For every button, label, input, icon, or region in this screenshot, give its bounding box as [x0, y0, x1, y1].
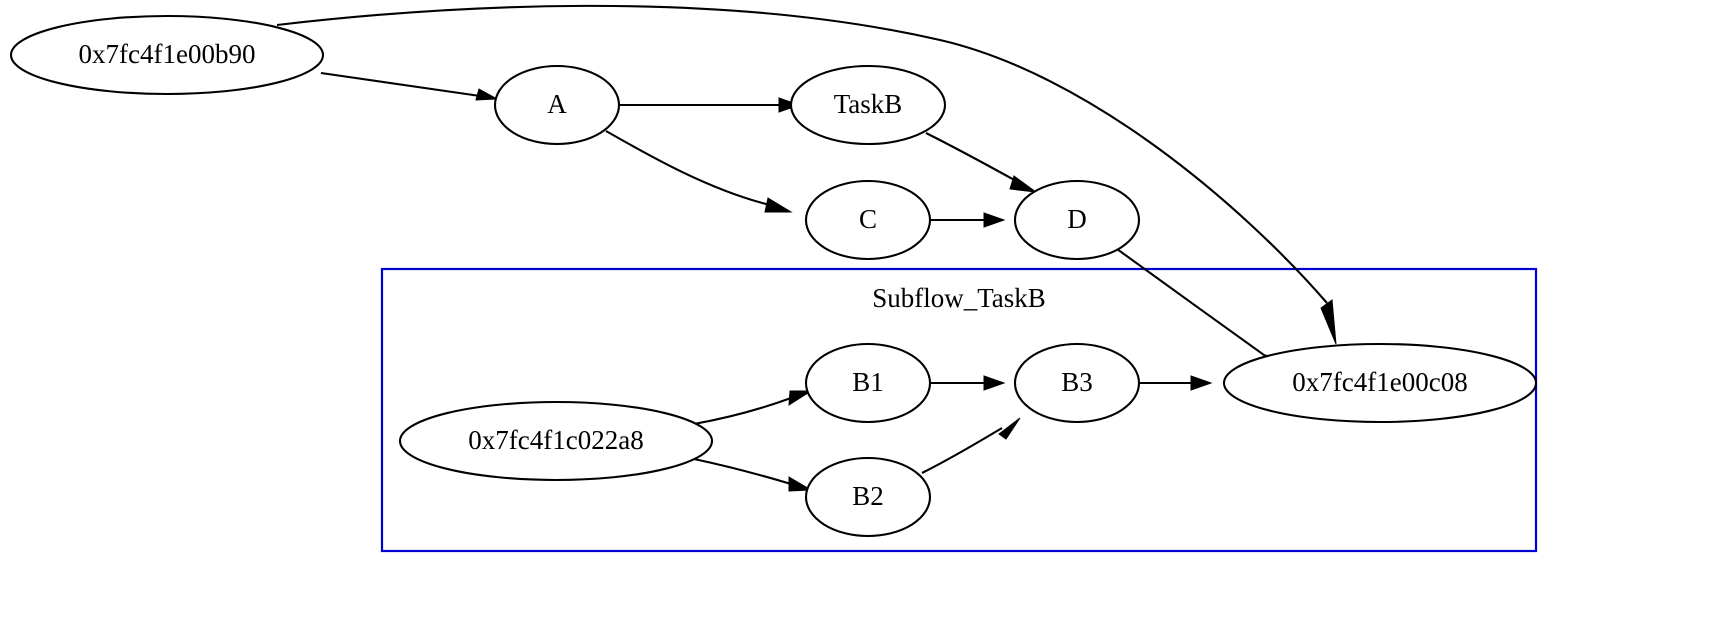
node-end-ellipse — [1222, 342, 1538, 424]
node-b1-label: B1 — [852, 367, 884, 397]
node-a-ellipse — [493, 64, 621, 146]
edge-subroot-B2-arrowhead — [788, 476, 813, 492]
edge-A-TaskB-arrowhead — [778, 97, 801, 113]
node-subroot-ellipse — [398, 400, 714, 482]
node-a-label: A — [547, 89, 567, 119]
node-b2[interactable]: B2 — [804, 456, 932, 538]
node-taskb[interactable]: TaskB — [789, 64, 947, 146]
edge-TaskB-D[interactable] — [925, 132, 1038, 193]
node-b3-label: B3 — [1061, 367, 1093, 397]
node-end[interactable]: 0x7fc4f1e00c08 — [1222, 342, 1538, 424]
node-b2-ellipse — [804, 456, 932, 538]
cluster-subflow[interactable]: Subflow_TaskB — [380, 267, 1538, 553]
node-b1-ellipse — [804, 342, 932, 424]
node-subroot-label: 0x7fc4f1c022a8 — [468, 425, 643, 455]
edge-C-D[interactable] — [931, 212, 1006, 228]
node-d-ellipse — [1013, 179, 1141, 261]
edge-B3-end[interactable] — [1140, 375, 1213, 391]
node-taskb-label: TaskB — [834, 89, 903, 119]
node-b3-ellipse — [1013, 342, 1141, 424]
node-d-label: D — [1067, 204, 1087, 234]
edge-subroot-B1-arrowhead — [788, 390, 813, 406]
edge-A-C-line — [605, 130, 771, 207]
edge-subroot-B2[interactable] — [693, 457, 813, 492]
edge-root-end[interactable] — [276, 4, 1337, 345]
edge-root-end-arrowhead — [1320, 299, 1337, 345]
edge-A-C[interactable] — [605, 130, 793, 213]
edge-D-end-line — [1116, 248, 1272, 361]
edge-root-A-line — [320, 71, 481, 98]
node-d[interactable]: D — [1013, 179, 1141, 261]
edge-A-TaskB[interactable] — [620, 97, 801, 113]
edge-B2-B3-line — [921, 427, 1003, 474]
edge-B2-B3[interactable] — [921, 417, 1021, 474]
node-end-label: 0x7fc4f1e00c08 — [1292, 367, 1467, 397]
edge-B2-B3-arrowhead — [998, 417, 1021, 440]
nodes-layer: 0x7fc4f1e00b90 A TaskB C D 0x7fc4f1e00c0 — [9, 14, 1538, 538]
cluster-label: Subflow_TaskB — [872, 283, 1046, 313]
node-c[interactable]: C — [804, 179, 932, 261]
edges-layer — [276, 4, 1337, 492]
edge-B1-B3-arrowhead — [983, 375, 1006, 391]
node-b1[interactable]: B1 — [804, 342, 932, 424]
node-root[interactable]: 0x7fc4f1e00b90 — [9, 14, 325, 96]
node-root-label: 0x7fc4f1e00b90 — [79, 39, 256, 69]
edge-subroot-B1-line — [693, 397, 792, 426]
edge-TaskB-D-arrowhead — [1009, 175, 1038, 193]
edge-D-end[interactable] — [1116, 248, 1291, 373]
edge-B1-B3[interactable] — [931, 375, 1006, 391]
node-c-label: C — [859, 204, 877, 234]
node-b2-label: B2 — [852, 481, 884, 511]
edge-C-D-arrowhead — [983, 212, 1006, 228]
node-c-ellipse — [804, 179, 932, 261]
node-taskb-ellipse — [789, 64, 947, 146]
node-b3[interactable]: B3 — [1013, 342, 1141, 424]
edge-B3-end-arrowhead — [1190, 375, 1213, 391]
edge-root-end-line — [276, 4, 1328, 304]
edge-root-A[interactable] — [320, 71, 499, 101]
edge-root-A-arrowhead — [475, 88, 499, 101]
edge-TaskB-D-line — [925, 132, 1019, 183]
cluster-border — [380, 267, 1538, 553]
edge-A-C-arrowhead — [764, 197, 793, 213]
edge-subroot-B2-line — [693, 457, 792, 486]
node-a[interactable]: A — [493, 64, 621, 146]
node-root-ellipse — [9, 14, 325, 96]
node-subroot[interactable]: 0x7fc4f1c022a8 — [398, 400, 714, 482]
edge-subroot-B1[interactable] — [693, 390, 813, 426]
